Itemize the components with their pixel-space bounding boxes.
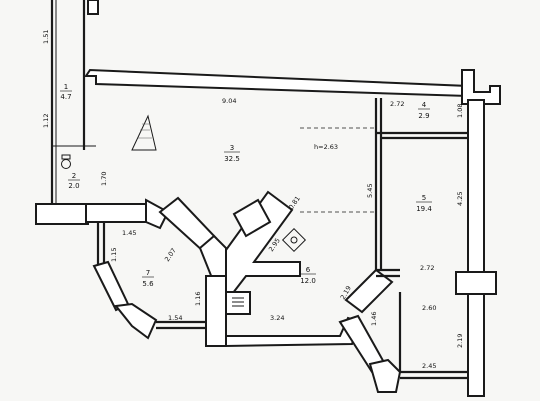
- dim-room7-side: 1.15: [110, 248, 118, 262]
- svg-text:2.0: 2.0: [68, 182, 79, 190]
- toilet-icon: [61, 154, 71, 169]
- dim-room4-width: 2.72: [390, 100, 404, 108]
- dim-diag-upper: 0.81: [287, 195, 302, 211]
- dim-corridor-a: 1.51: [42, 30, 50, 44]
- vent-icon: [281, 227, 307, 253]
- svg-text:19.4: 19.4: [416, 205, 432, 213]
- svg-text:7: 7: [146, 269, 150, 277]
- dim-room5-depth: 4.25: [456, 192, 464, 206]
- svg-text:32.5: 32.5: [224, 155, 240, 163]
- dim-bay-right: 1.46: [370, 312, 378, 326]
- svg-text:2: 2: [72, 172, 76, 180]
- room-6-label: 6 12.0: [300, 266, 316, 285]
- dim-entry-left: 1.70: [100, 172, 108, 186]
- svg-text:3: 3: [230, 144, 234, 152]
- dim-right-mid: 2.60: [422, 304, 436, 312]
- dim-room7-top: 1.45: [122, 229, 136, 237]
- dim-room7-bottom: 1.54: [168, 314, 182, 322]
- left-corridor: [50, 0, 99, 205]
- svg-text:1: 1: [64, 83, 68, 91]
- right-wall: [455, 99, 497, 397]
- room-2-label: 2 2.0: [68, 172, 80, 190]
- room-3-label: 3 32.5: [224, 144, 240, 163]
- room-5-label: 5 19.4: [416, 194, 432, 213]
- dim-room6-left: 1.16: [194, 292, 202, 306]
- svg-text:2.9: 2.9: [418, 112, 429, 120]
- dim-room6-bottom: 3.24: [270, 314, 284, 322]
- svg-text:5: 5: [422, 194, 426, 202]
- dim-partition: 5.45: [366, 184, 374, 198]
- dim-right-lower: 2.19: [456, 334, 464, 348]
- room-1-label: 1 4.7: [60, 83, 72, 101]
- svg-text:4.7: 4.7: [60, 93, 71, 101]
- dim-bottom-right: 2.45: [422, 362, 436, 370]
- central-core: [158, 190, 400, 348]
- svg-text:12.0: 12.0: [300, 277, 316, 285]
- ceiling-height: h=2.63: [314, 143, 338, 151]
- dim-room7-diag: 2.07: [163, 247, 178, 263]
- svg-text:5.6: 5.6: [142, 280, 154, 288]
- dim-right-upper: 2.72: [420, 264, 434, 272]
- bottom-right-bay: [338, 292, 468, 393]
- top-wall: [84, 68, 501, 105]
- svg-text:6: 6: [306, 266, 311, 274]
- dim-top-wall: 9.04: [222, 97, 236, 105]
- stair-icon: [131, 114, 157, 151]
- partitions: [300, 98, 468, 270]
- svg-text:4: 4: [422, 101, 427, 109]
- dim-room4-depth: 1.08: [456, 104, 464, 118]
- left-bay: [35, 198, 206, 340]
- dim-corridor-b: 1.12: [42, 114, 50, 128]
- room-4-label: 4 2.9: [418, 101, 430, 120]
- room-7-label: 7 5.6: [142, 269, 154, 288]
